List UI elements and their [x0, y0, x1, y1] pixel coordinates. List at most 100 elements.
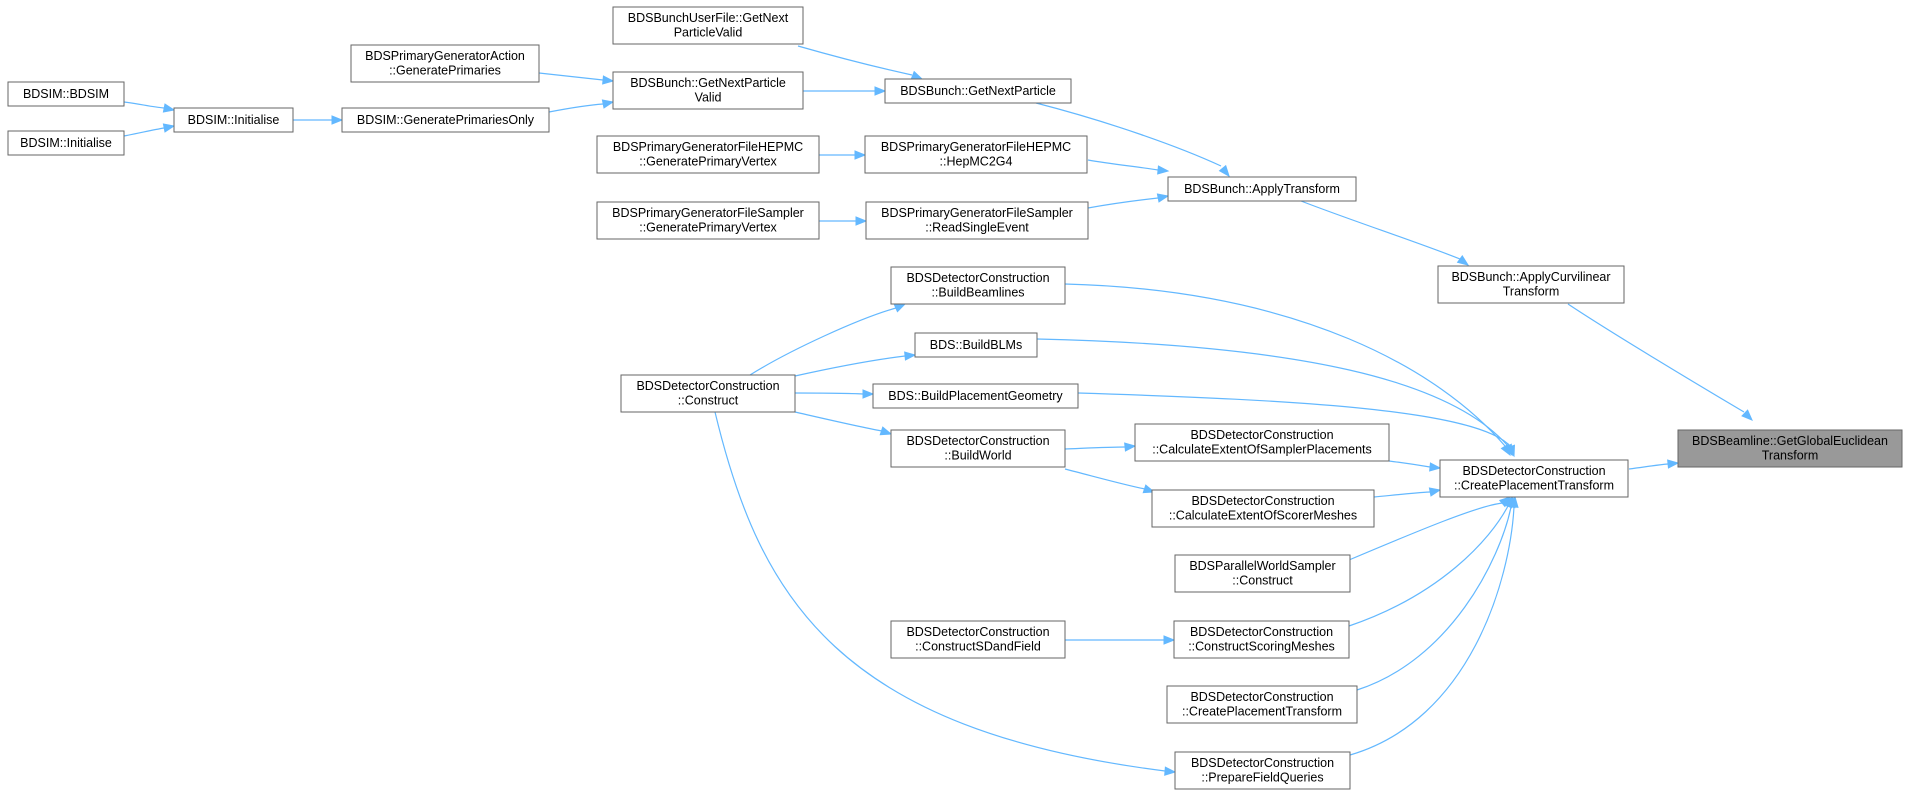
- node-label-line: BDSBunch::GetNextParticle: [900, 84, 1056, 98]
- edge-construct-to-buildWorld: [794, 411, 893, 436]
- node-label-line: BDSDetectorConstruction: [1190, 428, 1333, 442]
- edge-applyCurvilinear-to-root: [1567, 303, 1753, 421]
- node-box: [1166, 685, 1358, 724]
- edge-arrowhead: [1428, 487, 1442, 497]
- node-hepMC2G4[interactable]: BDSPrimaryGeneratorFileHEPMC::HepMC2G4: [864, 135, 1088, 174]
- node-label-line: ::GeneratePrimaryVertex: [639, 221, 777, 235]
- edge-arrowhead: [1667, 459, 1680, 469]
- node-box: [864, 135, 1088, 174]
- node-label-line: ParticleValid: [674, 26, 743, 40]
- node-constructSD[interactable]: BDSDetectorConstruction::ConstructSDandF…: [890, 620, 1066, 659]
- node-box: [872, 383, 1079, 409]
- node-label-line: BDSPrimaryGeneratorFileHEPMC: [613, 140, 803, 154]
- node-box: [173, 107, 294, 133]
- node-genPrimaries[interactable]: BDSPrimaryGeneratorAction::GeneratePrima…: [350, 44, 540, 83]
- node-box: [890, 429, 1066, 468]
- edge-arrowhead: [1741, 409, 1753, 421]
- edge-line: [749, 307, 897, 376]
- node-label-line: ::ConstructScoringMeshes: [1188, 640, 1335, 654]
- edge-arrowhead: [331, 115, 344, 125]
- node-box: [890, 266, 1066, 305]
- edge-line: [1064, 468, 1146, 490]
- node-box: [1167, 176, 1357, 202]
- edge-line: [794, 411, 883, 432]
- node-calcScorer[interactable]: BDSDetectorConstruction::CalculateExtent…: [1151, 489, 1375, 528]
- node-box: [341, 107, 550, 133]
- node-genPrimariesOnly[interactable]: BDSIM::GeneratePrimariesOnly: [341, 107, 550, 133]
- node-box: [596, 135, 820, 174]
- node-buildPlacementGeometry[interactable]: BDS::BuildPlacementGeometry: [872, 383, 1079, 409]
- edge-line: [1628, 463, 1669, 470]
- node-samplerGenVertex[interactable]: BDSPrimaryGeneratorFileSampler::Generate…: [596, 201, 820, 240]
- node-label-line: BDSBunch::ApplyCurvilinear: [1451, 270, 1610, 284]
- node-label-line: ::CalculateExtentOfScorerMeshes: [1169, 509, 1357, 523]
- node-bdsimCtor[interactable]: BDSIM::BDSIM: [7, 81, 125, 107]
- node-calcSampler[interactable]: BDSDetectorConstruction::CalculateExtent…: [1134, 423, 1390, 462]
- edge-line: [1388, 460, 1431, 468]
- node-label-line: BDSIM::GeneratePrimariesOnly: [357, 113, 535, 127]
- node-box: [7, 130, 125, 156]
- edge-arrowhead: [1429, 462, 1442, 472]
- edge-bdsimCtor-to-bdsimInitialise: [123, 101, 176, 113]
- node-label-line: ::ReadSingleEvent: [925, 221, 1029, 235]
- node-constructScoring[interactable]: BDSDetectorConstruction::ConstructScorin…: [1173, 620, 1350, 659]
- edge-getNextParticle-to-applyTransform: [1035, 102, 1230, 178]
- node-box: [612, 71, 804, 110]
- node-bdsimInitialise2[interactable]: BDSIM::Initialise: [7, 130, 125, 156]
- node-hepmcGenVertex[interactable]: BDSPrimaryGeneratorFileHEPMC::GeneratePr…: [596, 135, 820, 174]
- node-label-line: BDSBeamline::GetGlobalEuclidean: [1692, 434, 1888, 448]
- node-applyTransform[interactable]: BDSBunch::ApplyTransform: [1167, 176, 1357, 202]
- edge-line: [1077, 392, 1512, 448]
- edge-arrowhead: [893, 303, 907, 313]
- edge-line: [123, 127, 165, 137]
- edge-line: [1373, 491, 1431, 498]
- edge-arrowhead: [862, 389, 875, 399]
- node-createPlacementSelf[interactable]: BDSDetectorConstruction::CreatePlacement…: [1166, 685, 1358, 724]
- edge-bdsimInitialise2-to-bdsimInitialise: [123, 123, 176, 137]
- edge-line: [714, 411, 1166, 772]
- edge-hepMC2G4-to-applyTransform: [1087, 159, 1170, 175]
- node-label-line: BDSBunchUserFile::GetNext: [628, 11, 789, 25]
- node-buildBLMs[interactable]: BDS::BuildBLMs: [914, 332, 1038, 358]
- edge-bdsimInitialise-to-genPrimariesOnly: [293, 115, 344, 125]
- edge-arrowhead: [879, 426, 893, 436]
- edge-line: [1349, 506, 1515, 756]
- node-prepareFieldQueries[interactable]: BDSDetectorConstruction::PrepareFieldQue…: [1174, 751, 1351, 790]
- node-createPlacement[interactable]: BDSDetectorConstruction::CreatePlacement…: [1439, 459, 1629, 498]
- node-samplerReadSingle[interactable]: BDSPrimaryGeneratorFileSampler::ReadSing…: [865, 201, 1089, 240]
- edge-samplerGenVertex-to-samplerReadSingle: [819, 216, 868, 226]
- edge-arrowhead: [1506, 444, 1515, 458]
- node-label-line: ::Construct: [678, 394, 739, 408]
- node-getNextParticle[interactable]: BDSBunch::GetNextParticle: [884, 78, 1072, 104]
- node-buildBeamlines[interactable]: BDSDetectorConstruction::BuildBeamlines: [890, 266, 1066, 305]
- node-label-line: BDSPrimaryGeneratorFileHEPMC: [881, 140, 1071, 154]
- edge-line: [123, 101, 165, 109]
- edge-applyTransform-to-applyCurvilinear: [1300, 200, 1470, 266]
- edge-construct-to-buildBeamlines: [749, 303, 907, 376]
- node-parallelWorldSampler[interactable]: BDSParallelWorldSampler::Construct: [1174, 554, 1351, 593]
- node-box: [884, 78, 1072, 104]
- edge-arrowhead: [162, 123, 176, 133]
- node-label-line: ::BuildBeamlines: [931, 286, 1024, 300]
- node-label-line: BDSParallelWorldSampler: [1189, 559, 1335, 573]
- node-label-line: BDSDetectorConstruction: [906, 434, 1049, 448]
- node-buildWorld[interactable]: BDSDetectorConstruction::BuildWorld: [890, 429, 1066, 468]
- node-label-line: ::Construct: [1232, 574, 1293, 588]
- edge-arrowhead: [1163, 635, 1176, 645]
- edge-userFileGetNext-to-getNextParticle: [797, 45, 924, 80]
- node-label-line: BDSDetectorConstruction: [906, 625, 1049, 639]
- node-label-line: BDSBunch::ApplyTransform: [1184, 182, 1340, 196]
- node-construct[interactable]: BDSDetectorConstruction::Construct: [620, 374, 796, 413]
- node-box: [350, 44, 540, 83]
- node-bdsimInitialise[interactable]: BDSIM::Initialise: [173, 107, 294, 133]
- edge-buildPlacementGeometry-to-createPlacement: [1077, 392, 1515, 458]
- node-label-line: BDSDetectorConstruction: [1191, 494, 1334, 508]
- node-label-line: BDSDetectorConstruction: [906, 271, 1049, 285]
- edge-line: [1348, 505, 1509, 627]
- edge-construct-to-prepareFieldQueries: [714, 411, 1177, 776]
- edge-arrowhead: [602, 75, 615, 85]
